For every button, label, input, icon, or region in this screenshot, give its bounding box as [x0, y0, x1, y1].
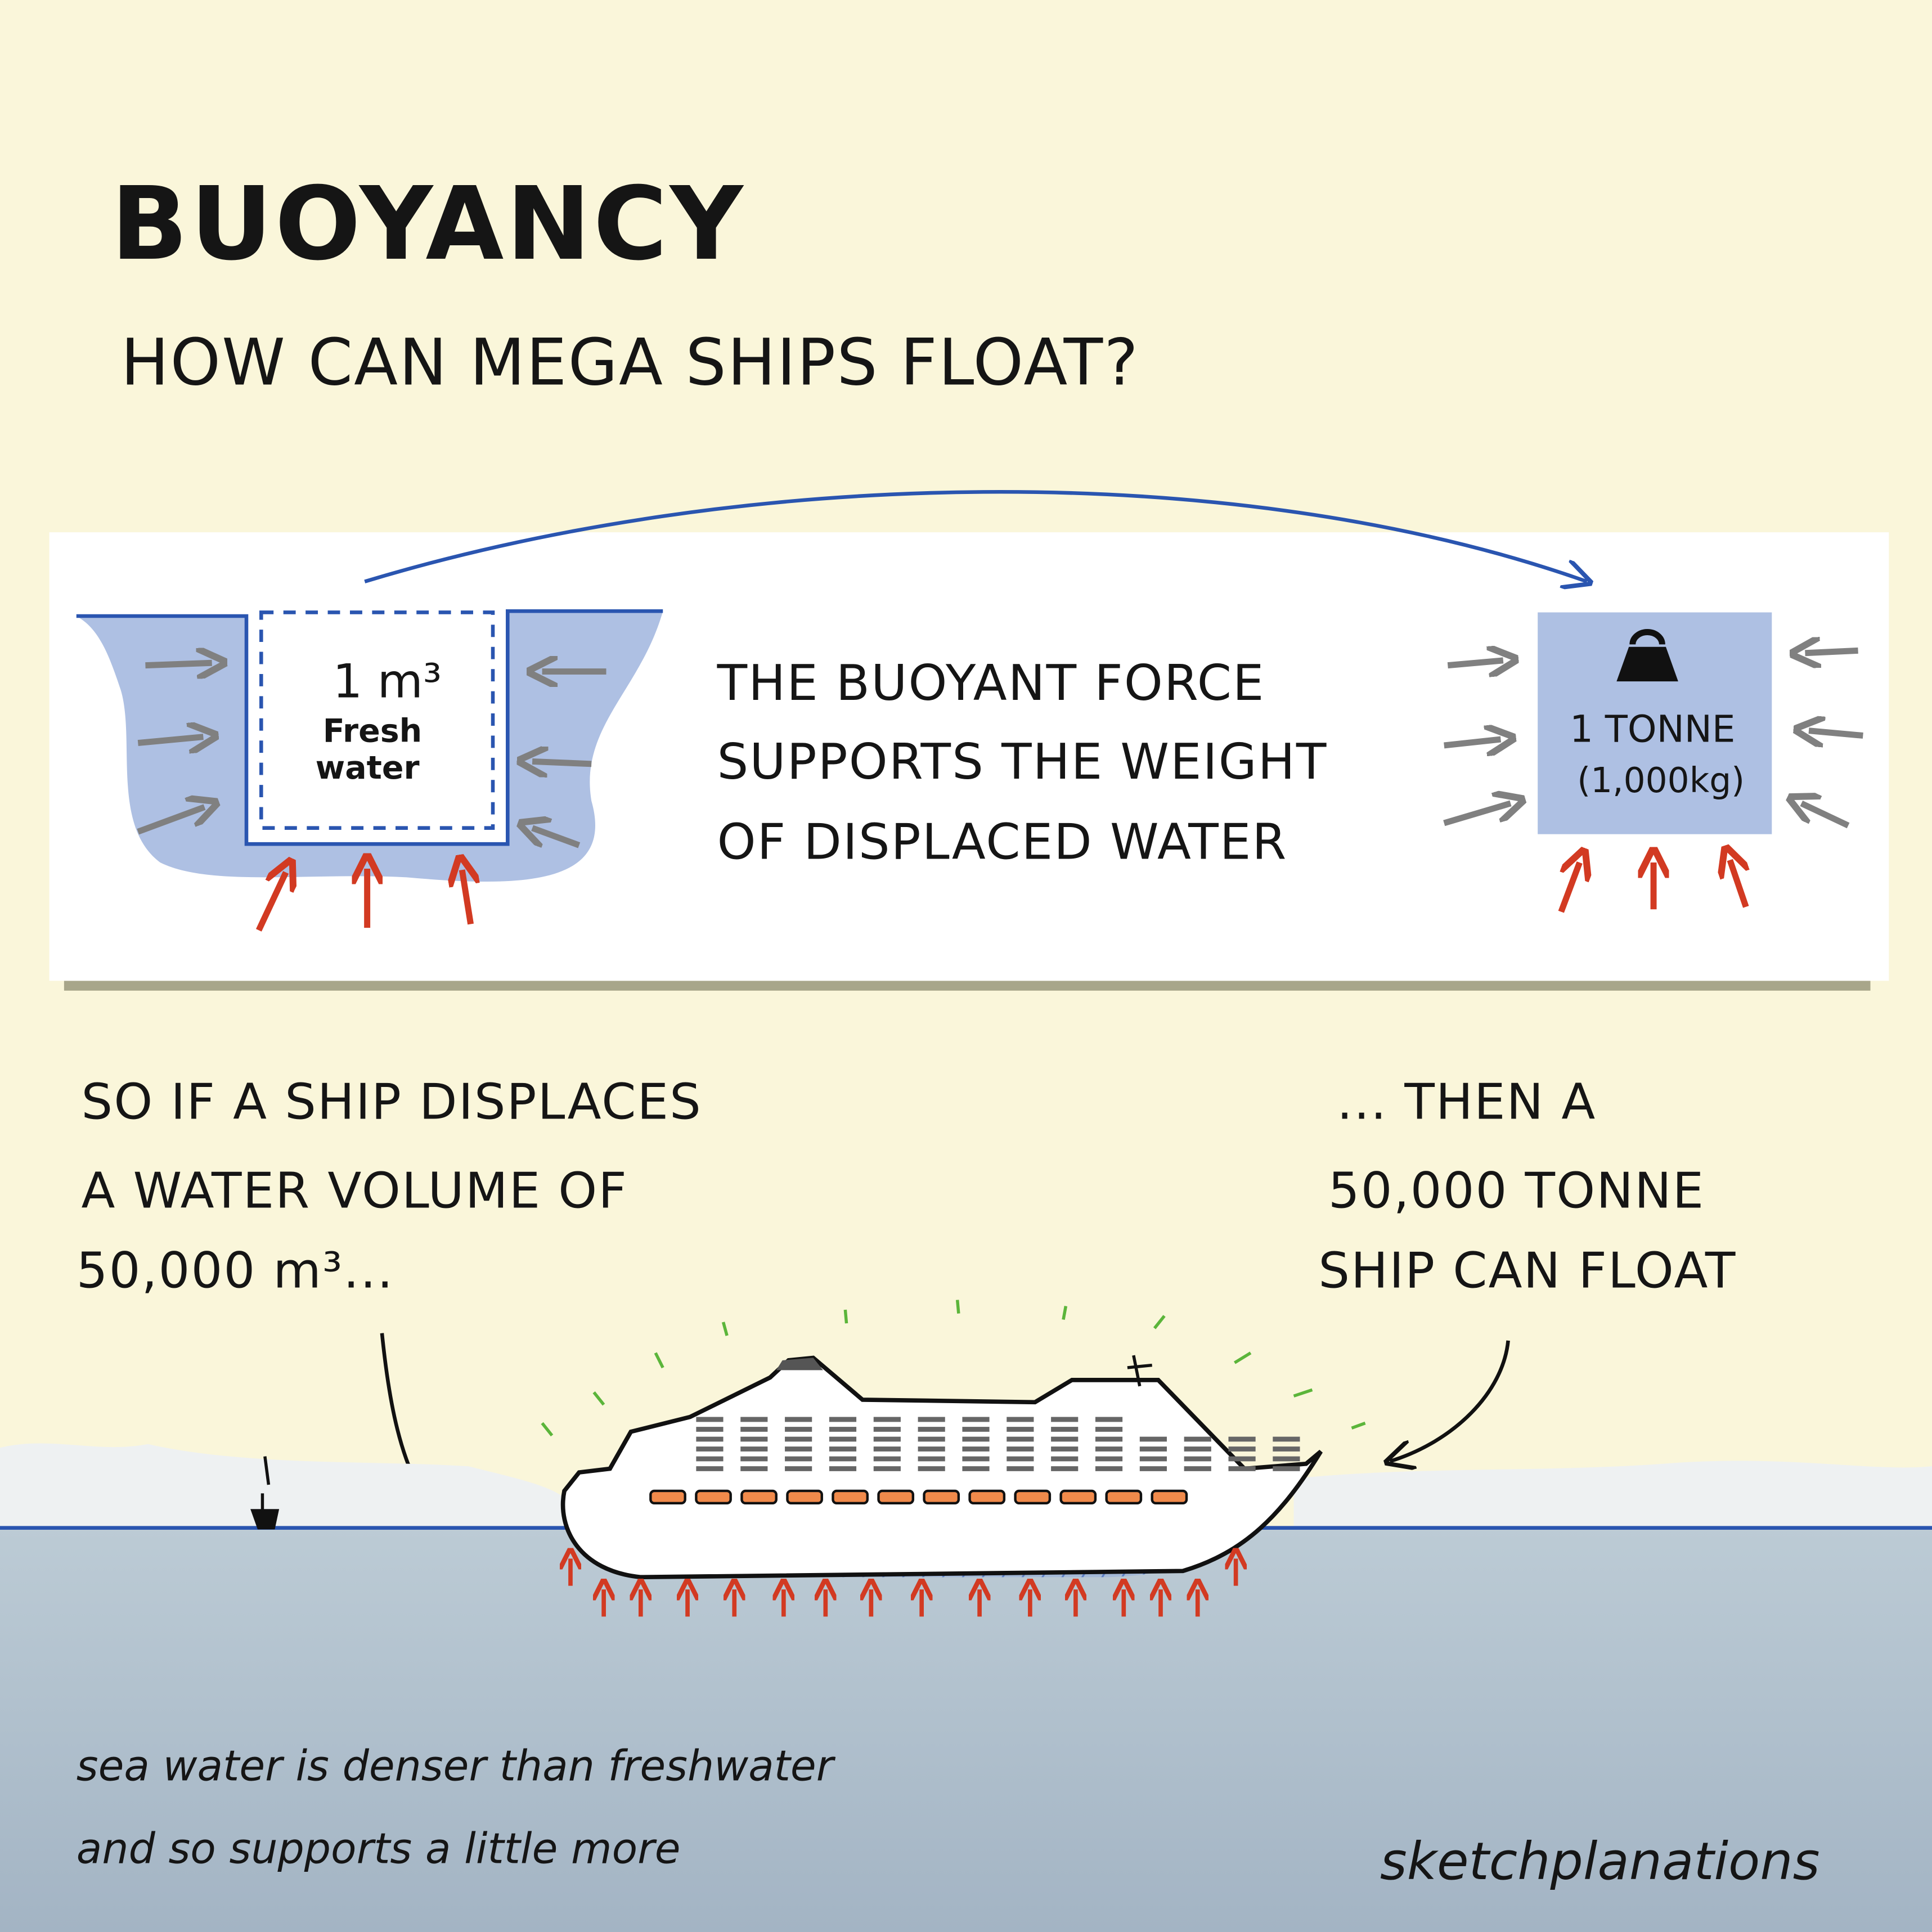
motion-line: [843, 1309, 848, 1324]
motion-line: [541, 1422, 554, 1437]
cube-fresh-label: Fresh: [323, 712, 422, 749]
porthole: [695, 1489, 732, 1505]
kettlebell-weight-icon: [1616, 629, 1678, 682]
motion-line: [1293, 1388, 1313, 1398]
porthole: [1059, 1489, 1097, 1505]
page-title: BUOYANCY: [111, 165, 745, 283]
pressure-arrows-left: [137, 650, 1863, 848]
motion-line: [654, 1352, 664, 1369]
transfer-arrow: [364, 490, 1587, 581]
sea: [0, 1527, 1932, 1932]
porthole: [1151, 1489, 1188, 1505]
horizon-clouds: [0, 1443, 1932, 1528]
porthole: [923, 1489, 960, 1505]
weight-kg-label: (1,000kg): [1577, 761, 1745, 801]
porthole: [740, 1489, 778, 1505]
ship-deck-windows: [696, 1417, 1300, 1471]
porthole: [968, 1489, 1006, 1505]
explanation-line-3: OF DISPLACED WATER: [717, 813, 1288, 870]
porthole: [786, 1489, 823, 1505]
right-caption-line-1: ... THEN A: [1337, 1073, 1596, 1131]
left-caption-line-3: 50,000 m³...: [77, 1242, 394, 1300]
motion-line: [1062, 1305, 1068, 1320]
small-boat-icon: [250, 1456, 280, 1530]
left-caption-line-2: A WATER VOLUME OF: [82, 1162, 628, 1219]
cube-volume-label: 1 m³: [333, 654, 442, 709]
right-caption-line-3: SHIP CAN FLOAT: [1318, 1242, 1736, 1300]
porthole: [832, 1489, 869, 1505]
porthole: [649, 1489, 686, 1505]
note-line-2: and so supports a little more: [77, 1824, 681, 1873]
motion-line: [1233, 1351, 1252, 1364]
explanation-line-1: THE BUOYANT FORCE: [717, 654, 1265, 712]
porthole: [1105, 1489, 1143, 1505]
motion-line: [1351, 1421, 1366, 1430]
porthole: [1014, 1489, 1052, 1505]
cruise-ship: [560, 1355, 1323, 1580]
ship-portholes: [649, 1489, 1188, 1505]
motion-line: [592, 1391, 605, 1406]
weight-label: 1 TONNE: [1570, 708, 1735, 751]
ship-motion-lines: [541, 1300, 1366, 1437]
note-line-1: sea water is denser than freshwater: [77, 1742, 836, 1791]
right-caption-line-2: 50,000 TONNE: [1328, 1162, 1705, 1219]
signature: sketchplanations: [1380, 1831, 1820, 1891]
motion-line: [955, 1300, 960, 1314]
buoyant-force-arrows: [255, 860, 1746, 932]
displaced-water-cube: [259, 610, 495, 830]
motion-line: [1153, 1315, 1166, 1329]
right-caption-arrow: [1390, 1340, 1510, 1462]
explanation-line-2: SUPPORTS THE WEIGHT: [717, 733, 1328, 790]
porthole: [877, 1489, 915, 1505]
ship-buoyant-force-arrows: [570, 1558, 1236, 1617]
left-caption-line-1: SO IF A SHIP DISPLACES: [82, 1073, 702, 1131]
page-subtitle: HOW CAN MEGA SHIPS FLOAT?: [121, 325, 1139, 399]
cube-water-label: water: [316, 749, 420, 787]
displacement-panel: 1 m³ Fresh water THE BUOYANT FORCE SUPPO…: [49, 490, 1889, 991]
motion-line: [721, 1322, 729, 1336]
